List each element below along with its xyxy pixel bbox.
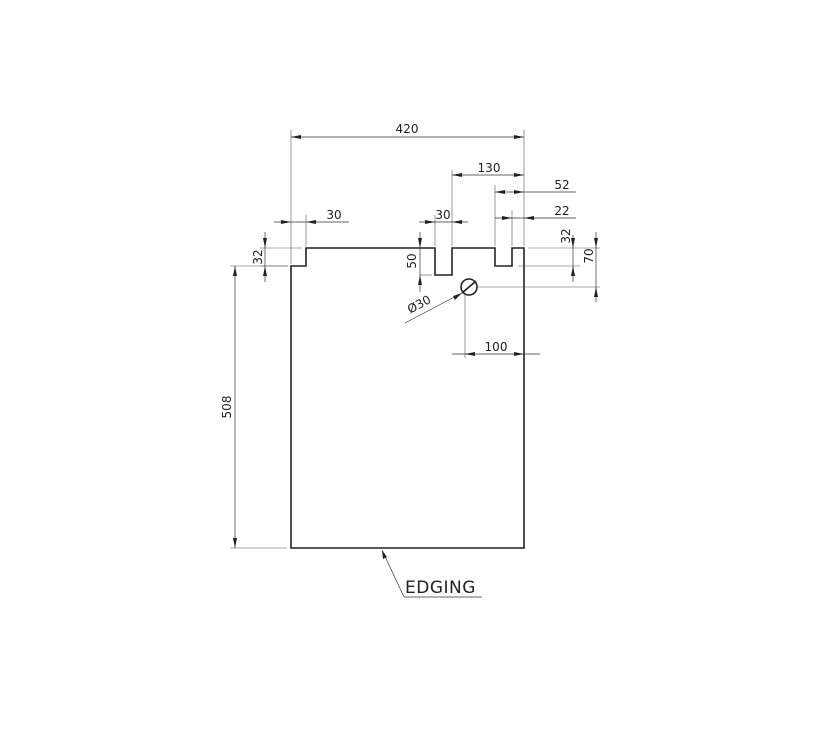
dim-32-right: 32 [559,228,573,243]
dim-50: 50 [405,253,419,268]
dim-diameter-30: Ø30 [405,292,433,316]
dim-52: 52 [554,178,569,192]
dim-70: 70 [582,248,596,263]
dim-100: 100 [485,340,508,354]
dim-30-left: 30 [326,208,341,222]
dim-32-left: 32 [251,249,265,264]
dim-130: 130 [478,161,501,175]
panel-outline [290,247,525,549]
dim-30-center: 30 [435,208,450,222]
dim-420: 420 [396,122,419,136]
dim-508: 508 [220,396,234,419]
dim-22: 22 [554,204,569,218]
edging-note: EDGING [405,578,476,598]
